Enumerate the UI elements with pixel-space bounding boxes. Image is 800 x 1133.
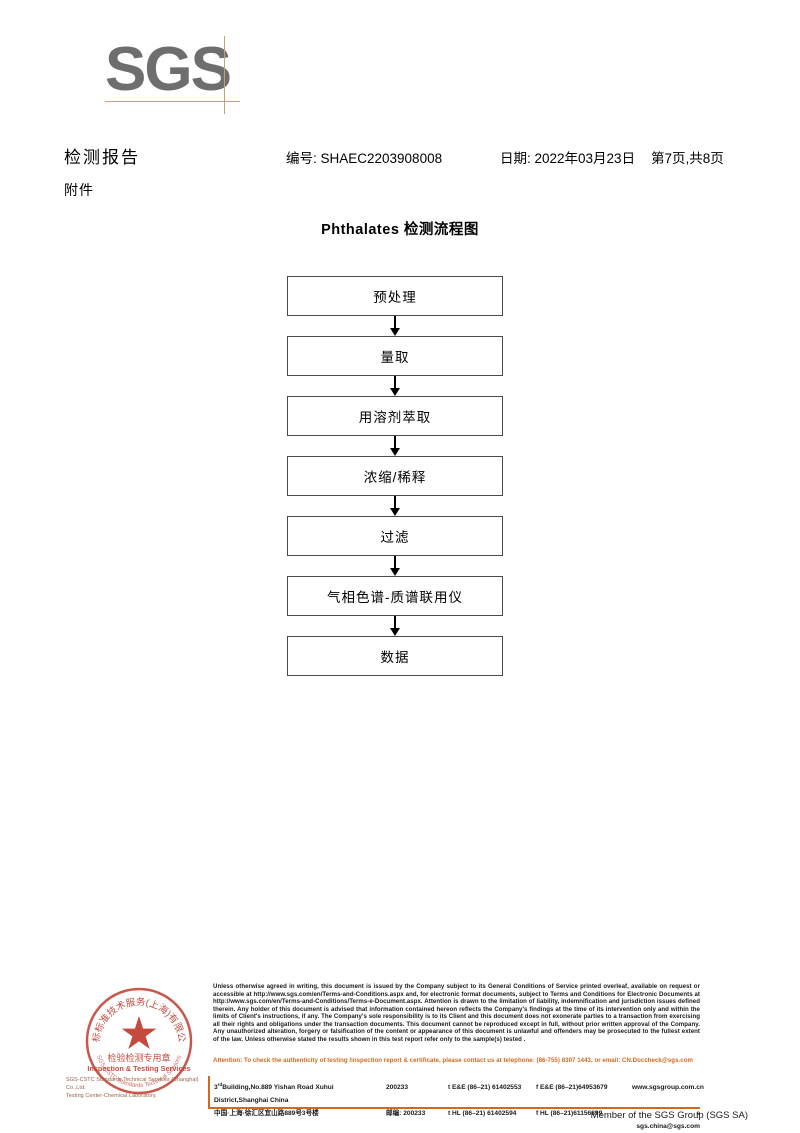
flow-arrow-down-icon (287, 616, 503, 636)
flowchart-title: Phthalates 检测流程图 (321, 222, 479, 238)
sgs-logo-vertical-rule (224, 36, 225, 114)
page-indicator: 第7页,共8页 (651, 151, 724, 166)
fax-hl: f HL (86–21)61156899 (536, 1110, 603, 1118)
report-number: 编号: SHAEC2203908008 (286, 151, 443, 166)
flow-node: 量取 (287, 336, 503, 376)
flow-node: 数据 (287, 636, 503, 676)
flow-node: 过滤 (287, 516, 503, 556)
seal-caption: SGS-CSTC Standards Technical Services (S… (66, 1076, 216, 1100)
tel-hl: t HL (86–21) 61402594 (448, 1110, 517, 1118)
sgs-logo: SGS (105, 35, 265, 120)
address-accent-bar (208, 1076, 210, 1108)
flow-node: 气相色谱-质谱联用仪 (287, 576, 503, 616)
report-date: 日期: 2022年03月23日 (500, 151, 636, 166)
address-row-en: 3rdBuilding,No.889 Yishan Road Xuhui Dis… (214, 1078, 704, 1107)
page-title: 检测报告 (64, 148, 140, 167)
sgs-logo-text: SGS (105, 35, 232, 104)
flow-arrow-down-icon (287, 376, 503, 396)
svg-text:Inspection & Testing Services: Inspection & Testing Services (87, 1064, 190, 1073)
zip-english: 200233 (386, 1084, 409, 1092)
attention-notice: Attention: To check the authenticity of … (213, 1057, 693, 1064)
email-link[interactable]: e sgs.china@sgs.com (636, 1110, 700, 1131)
address-block: 3rdBuilding,No.889 Yishan Road Xuhui Dis… (214, 1078, 704, 1133)
legal-disclaimer: Unless otherwise agreed in writing, this… (213, 983, 700, 1043)
flow-arrow-down-icon (287, 436, 503, 456)
flowchart: 预处理 量取 用溶剂萃取 浓缩/稀释 过滤 气相色谱-质谱联用仪 数据 (287, 276, 503, 676)
zip-chinese: 邮编: 200233 (386, 1110, 426, 1118)
tel-ee: t E&E (86–21) 61402553 (448, 1084, 522, 1092)
svg-text:检验检测专用章: 检验检测专用章 (107, 1052, 170, 1063)
flow-arrow-down-icon (287, 316, 503, 336)
attachment-label: 附件 (64, 182, 94, 198)
flow-node: 预处理 (287, 276, 503, 316)
seal-caption-line1: SGS-CSTC Standards Technical Services (S… (66, 1077, 199, 1091)
flow-node: 浓缩/稀释 (287, 456, 503, 496)
seal-caption-line2: Testing Center-Chemical Laboratory. (66, 1093, 157, 1099)
group-membership-note: Member of the SGS Group (SGS SA) (590, 1110, 748, 1121)
flow-arrow-down-icon (287, 556, 503, 576)
flow-arrow-down-icon (287, 496, 503, 516)
address-row-cn: 中国·上海·徐汇区宜山路889号3号楼 邮编: 200233 t HL (86–… (214, 1107, 700, 1133)
flow-node: 用溶剂萃取 (287, 396, 503, 436)
address-chinese: 中国·上海·徐汇区宜山路889号3号楼 (214, 1110, 319, 1118)
address-divider (208, 1107, 700, 1109)
website-link[interactable]: www.sgsgroup.com.cn (632, 1084, 704, 1092)
address-english: 3rdBuilding,No.889 Yishan Road Xuhui Dis… (214, 1082, 334, 1105)
official-seal-stamp: 通标标准技术服务(上海)有限公司 检验检测专用章 Inspection & Te… (83, 985, 195, 1097)
sgs-logo-horizontal-rule (105, 101, 240, 102)
fax-ee: f E&E (86–21)64953679 (536, 1084, 608, 1092)
